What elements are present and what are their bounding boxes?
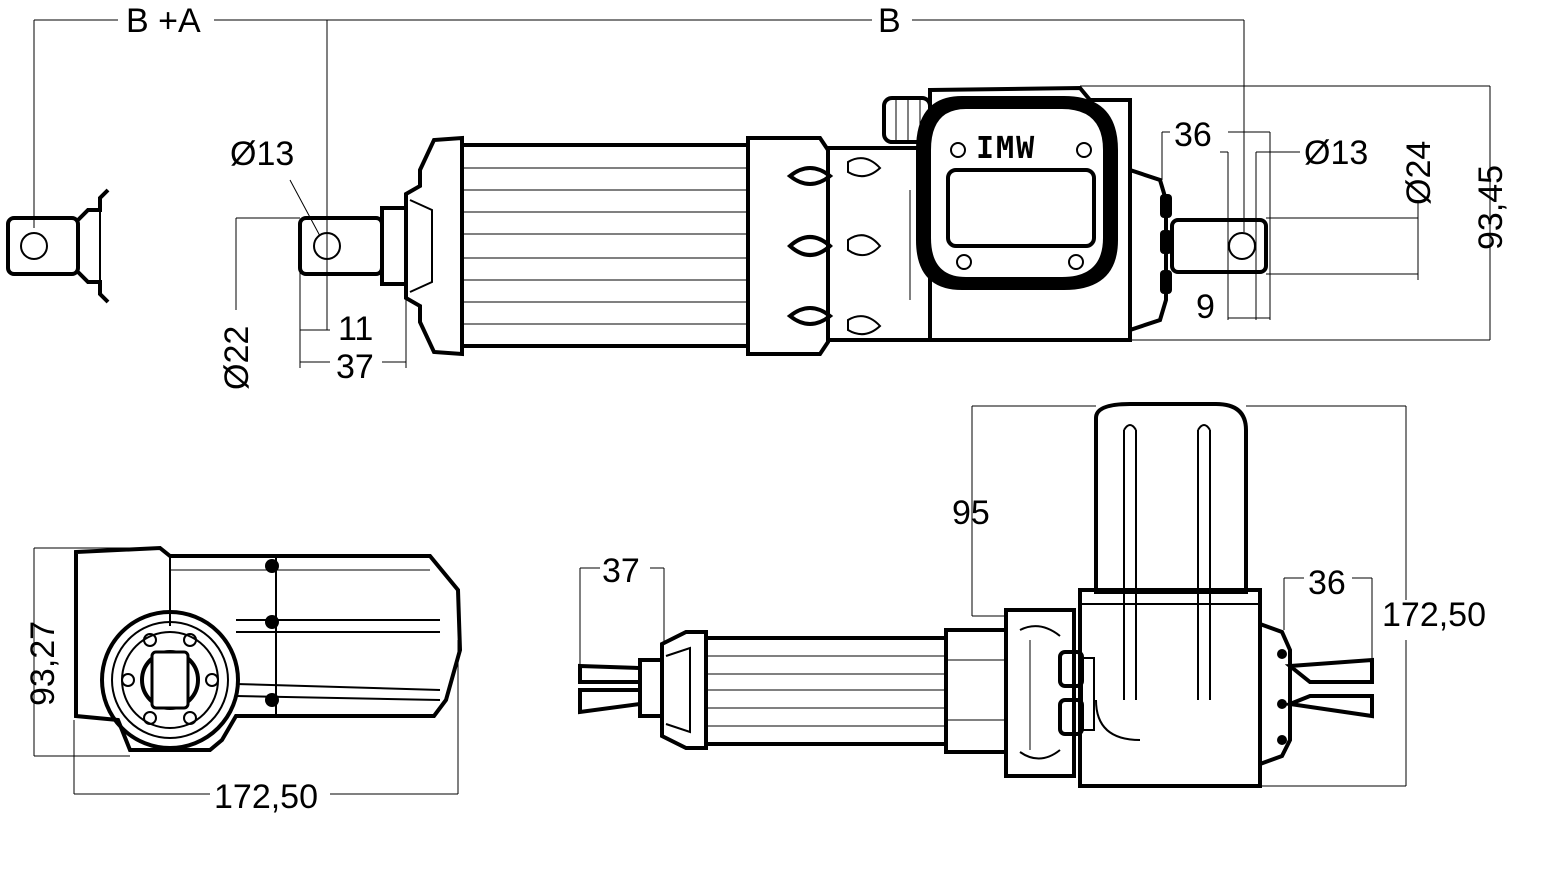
- dim-37-top: 37: [336, 348, 374, 386]
- dim-length-end: 172,50: [214, 778, 318, 816]
- top-view: IMW: [6, 2, 1510, 390]
- dim-rod-dia: Ø22: [218, 326, 256, 390]
- dim-pin-dia-right: Ø13: [1304, 134, 1368, 172]
- dim-height-end: 93,27: [24, 621, 62, 706]
- dim-36-side: 36: [1308, 564, 1346, 602]
- dim-clevis-dia: Ø24: [1400, 141, 1438, 205]
- dim-36-top: 36: [1174, 116, 1212, 154]
- dim-b: B: [878, 2, 901, 40]
- rear-clevis: [1170, 218, 1268, 274]
- brand-logo: IMW: [976, 131, 1036, 166]
- dim-37-side: 37: [602, 552, 640, 590]
- dim-b-plus-a: B +A: [126, 2, 201, 40]
- top-dimension-lines: [33, 19, 1491, 368]
- dim-172-50-side: 172,50: [1382, 596, 1486, 634]
- dim-95: 95: [952, 494, 990, 532]
- dim-pin-dia-left: Ø13: [230, 135, 294, 173]
- side-view: 95 37 36 172,50: [578, 402, 1486, 788]
- dim-height-top: 93,45: [1472, 165, 1510, 250]
- gear-housing: [826, 146, 932, 342]
- dim-11: 11: [338, 310, 373, 348]
- dim-9: 9: [1196, 288, 1215, 326]
- end-view: 93,27 172,50: [24, 545, 463, 816]
- control-box: IMW: [916, 96, 1118, 290]
- extended-rod-end: [6, 188, 110, 304]
- front-cap: [404, 135, 464, 357]
- rod-end-clevis: [298, 206, 408, 286]
- tube-body: [462, 143, 748, 348]
